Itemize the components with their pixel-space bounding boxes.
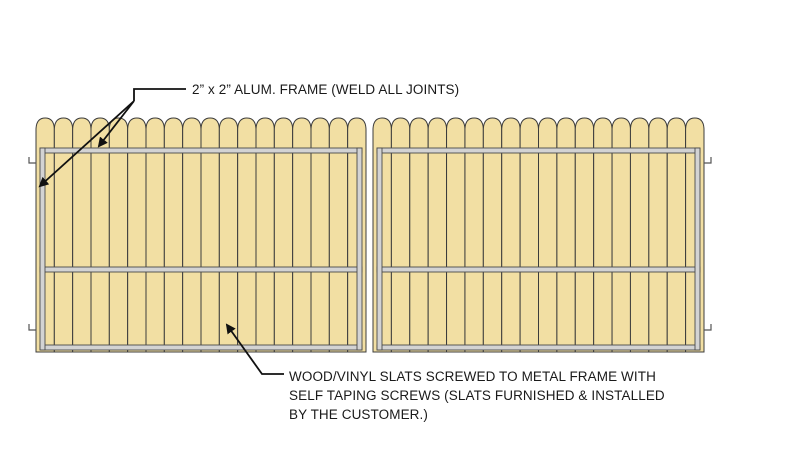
frame-left-stile [376,147,383,351]
frame-top-rail [39,147,363,154]
hinge-bracket-icon [704,157,712,164]
slats-note-line-1: WOOD/VINYL SLATS SCREWED TO METAL FRAME … [289,369,656,384]
slats-note-line-3: BY THE CUSTOMER.) [289,407,428,422]
frame-middle-rail [39,266,363,273]
arrow-icon [97,100,135,148]
arrow-icon [38,100,135,188]
gate-right [372,117,712,353]
leader-lines [38,88,284,375]
hinge-bracket-icon [704,324,712,331]
gate-left [28,117,367,353]
frame-bottom-rail [376,344,701,351]
frame-right-stile [694,147,701,351]
slats-note: WOOD/VINYL SLATS SCREWED TO METAL FRAME … [289,367,665,424]
frame-note-text: 2” x 2” ALUM. FRAME (WELD ALL JOINTS) [192,82,460,97]
slats-note-line-2: SELF TAPING SCREWS (SLATS FURNISHED & IN… [289,388,665,403]
frame-note: 2” x 2” ALUM. FRAME (WELD ALL JOINTS) [192,80,459,99]
frame-leader-line [133,88,186,101]
frame-middle-rail [376,266,701,273]
frame-bottom-rail [39,344,363,351]
arrow-icon [225,323,284,375]
frame-right-stile [356,147,363,351]
frame-top-rail [376,147,701,154]
hinge-bracket-icon [28,157,36,164]
frame-left-stile [39,147,46,351]
hinge-bracket-icon [28,324,36,331]
